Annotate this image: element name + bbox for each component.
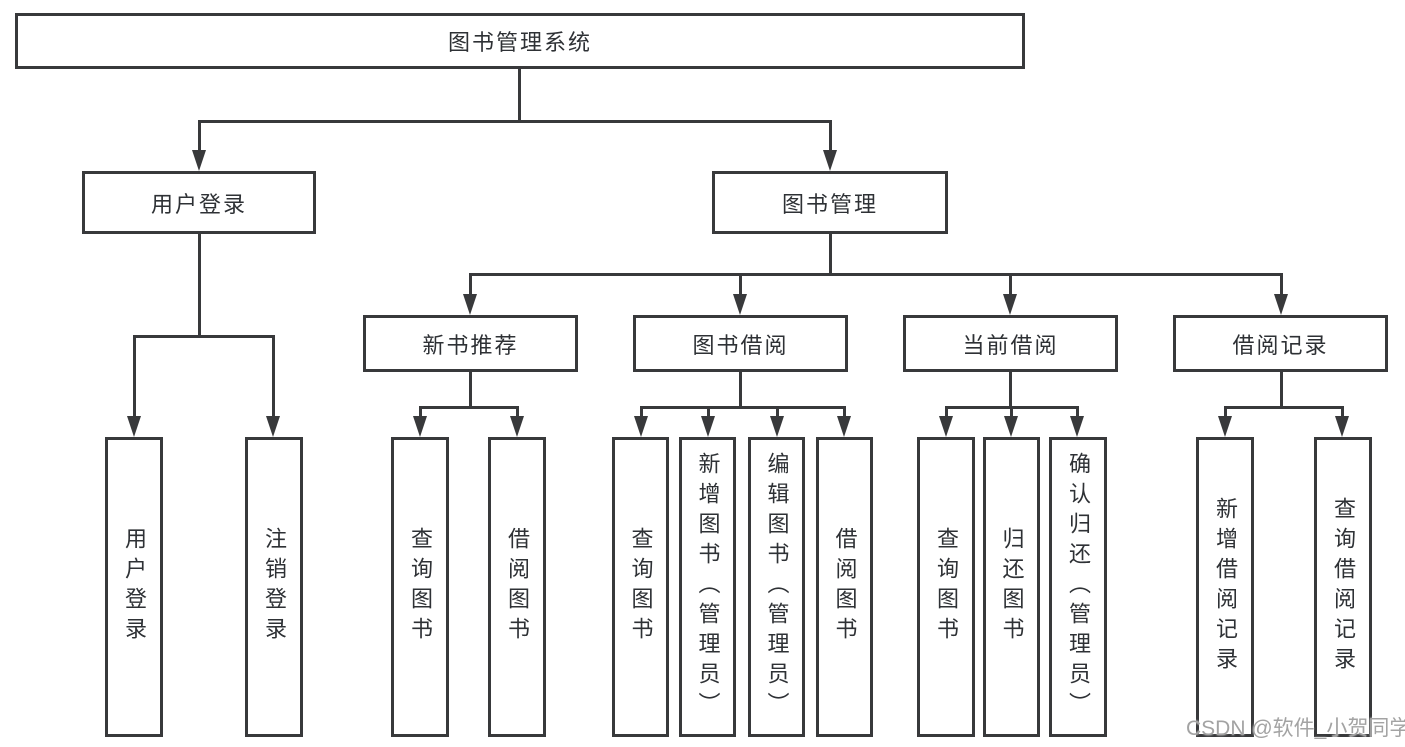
node-recommend-search-book: 查询图书 xyxy=(391,437,449,737)
connector-arrowhead xyxy=(463,294,477,315)
connector-arrowhead xyxy=(634,416,648,437)
node-current-search-book: 查询图书 xyxy=(917,437,975,737)
node-borrowing-records: 借阅记录 xyxy=(1173,315,1388,372)
node-book-management: 图书管理 xyxy=(712,171,948,234)
connector-arrowhead xyxy=(192,150,206,171)
node-return-book-label: 归还图书 xyxy=(999,527,1025,647)
connector-arrowhead xyxy=(1070,416,1084,437)
connector-arrowhead xyxy=(1274,294,1288,315)
connector-line xyxy=(776,406,779,418)
connector-line xyxy=(1341,406,1344,418)
csdn-watermark: CSDN @软件_小贺同学 xyxy=(1186,717,1405,740)
connector-line xyxy=(945,406,948,418)
node-recommend-borrow-book: 借阅图书 xyxy=(488,437,546,737)
node-root: 图书管理系统 xyxy=(15,13,1025,69)
node-book-management-label: 图书管理 xyxy=(781,191,878,217)
node-logout-label: 注销登录 xyxy=(262,527,287,647)
node-logout: 注销登录 xyxy=(245,437,303,737)
connector-line xyxy=(640,406,643,418)
node-login-label: 用户登录 xyxy=(122,527,147,647)
connector-line xyxy=(1010,406,1013,418)
connector-line xyxy=(419,406,422,418)
connector-arrowhead xyxy=(510,416,524,437)
connector-arrowhead xyxy=(701,416,715,437)
node-edit-book-admin-label: 编辑图书（管理员） xyxy=(764,452,790,722)
connector-line xyxy=(419,406,519,409)
connector-line xyxy=(469,273,1283,276)
connector-line xyxy=(1009,273,1012,296)
node-book-borrowing-label: 图书借阅 xyxy=(692,332,789,358)
node-current-borrowing: 当前借阅 xyxy=(903,315,1118,372)
connector-line xyxy=(707,406,710,418)
connector-arrowhead xyxy=(1003,294,1017,315)
node-new-book-recommendation-label: 新书推荐 xyxy=(422,332,519,358)
connector-line xyxy=(1009,372,1012,409)
connector-arrowhead xyxy=(413,416,427,437)
node-login: 用户登录 xyxy=(105,437,163,737)
connector-arrowhead xyxy=(127,416,141,437)
connector-line xyxy=(829,234,832,276)
connector-line xyxy=(518,69,521,123)
connector-arrowhead xyxy=(733,294,747,315)
connector-arrowhead xyxy=(266,416,280,437)
connector-line xyxy=(843,406,846,418)
node-new-book-recommendation: 新书推荐 xyxy=(363,315,578,372)
node-book-borrowing: 图书借阅 xyxy=(633,315,848,372)
connector-line xyxy=(1224,406,1227,418)
node-add-borrow-record-label: 新增借阅记录 xyxy=(1213,497,1238,677)
connector-line xyxy=(739,273,742,296)
connector-line xyxy=(198,234,201,338)
node-current-search-book-label: 查询图书 xyxy=(934,527,959,647)
node-borrowing-search-book: 查询图书 xyxy=(612,437,669,737)
node-search-borrow-record-label: 查询借阅记录 xyxy=(1331,497,1356,677)
node-edit-book-admin: 编辑图书（管理员） xyxy=(748,437,805,737)
node-borrowing-borrow-book-label: 借阅图书 xyxy=(832,527,858,647)
connector-line xyxy=(198,120,832,123)
node-borrowing-records-label: 借阅记录 xyxy=(1232,332,1329,358)
node-add-book-admin: 新增图书（管理员） xyxy=(679,437,736,737)
connector-line xyxy=(516,406,519,418)
node-search-borrow-record: 查询借阅记录 xyxy=(1314,437,1372,737)
connector-line xyxy=(1280,273,1283,296)
connector-arrowhead xyxy=(1335,416,1349,437)
connector-arrowhead xyxy=(939,416,953,437)
node-recommend-borrow-book-label: 借阅图书 xyxy=(505,527,530,647)
node-borrowing-borrow-book: 借阅图书 xyxy=(816,437,873,737)
node-confirm-return-admin: 确认归还（管理员） xyxy=(1049,437,1107,737)
node-user-login-label: 用户登录 xyxy=(150,191,247,217)
connector-line xyxy=(739,372,742,409)
connector-line xyxy=(272,335,275,418)
connector-arrowhead xyxy=(823,150,837,171)
connector-line xyxy=(469,273,472,296)
connector-line xyxy=(1224,406,1343,409)
connector-line xyxy=(1280,372,1283,409)
node-recommend-search-book-label: 查询图书 xyxy=(408,527,433,647)
connector-arrowhead xyxy=(1218,416,1232,437)
connector-line xyxy=(829,120,832,152)
node-add-borrow-record: 新增借阅记录 xyxy=(1196,437,1254,737)
node-current-borrowing-label: 当前借阅 xyxy=(962,332,1059,358)
connector-line xyxy=(133,335,275,338)
connector-line xyxy=(469,372,472,409)
connector-arrowhead xyxy=(1004,416,1018,437)
node-root-label: 图书管理系统 xyxy=(447,30,592,55)
connector-line xyxy=(1076,406,1079,418)
node-user-login: 用户登录 xyxy=(82,171,316,234)
connector-arrowhead xyxy=(770,416,784,437)
connector-line xyxy=(198,120,201,152)
node-borrowing-search-book-label: 查询图书 xyxy=(628,527,654,647)
connector-arrowhead xyxy=(837,416,851,437)
connector-line xyxy=(640,406,846,409)
node-return-book: 归还图书 xyxy=(983,437,1040,737)
connector-line xyxy=(133,335,136,418)
node-add-book-admin-label: 新增图书（管理员） xyxy=(695,452,721,722)
node-confirm-return-admin-label: 确认归还（管理员） xyxy=(1066,452,1091,722)
